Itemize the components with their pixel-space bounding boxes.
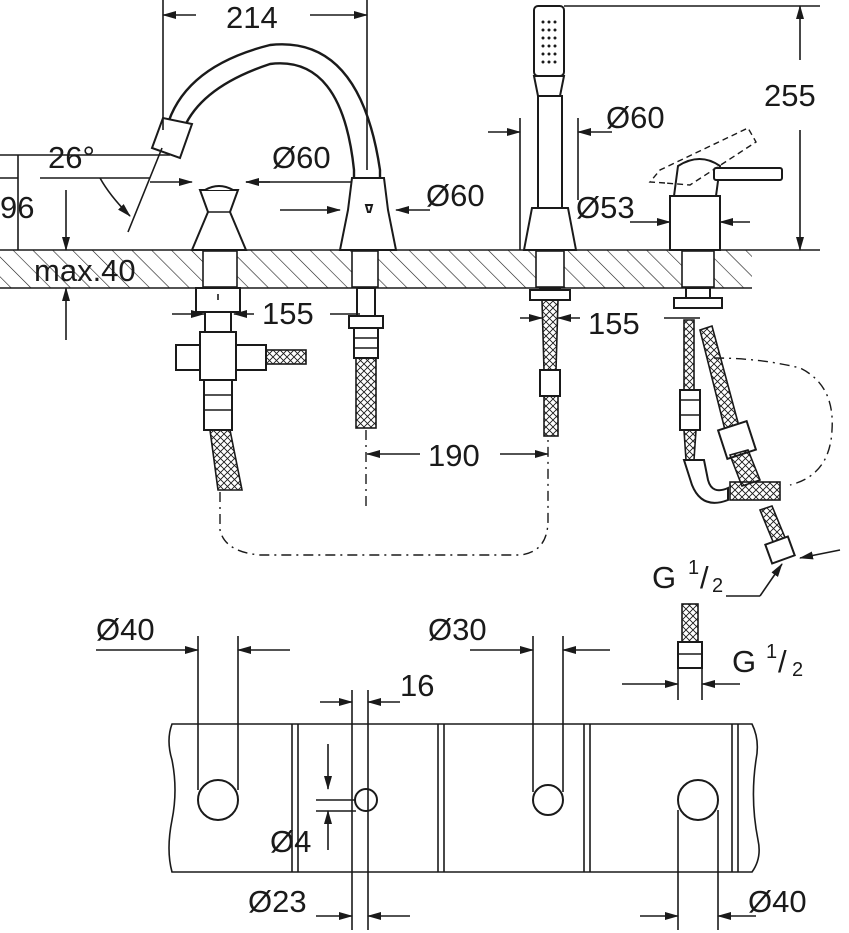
dim-dia-handle: Ø53: [576, 190, 750, 226]
dim-spout-width: 214: [162, 0, 368, 170]
label-214: 214: [226, 0, 278, 35]
hole-mid: [532, 784, 564, 816]
dim-dia-mid: Ø60: [280, 178, 485, 214]
left-valve: [175, 185, 307, 491]
label-190: 190: [428, 438, 480, 473]
dim-hole-small-outer: Ø23: [248, 884, 410, 920]
label-dia40-right: Ø40: [748, 884, 807, 919]
deck-top-view: [168, 723, 760, 873]
dim-hole-mid: Ø30: [428, 612, 610, 792]
dim-dia-shower: Ø60: [488, 100, 665, 250]
label-g-lower-den: 2: [792, 659, 803, 681]
label-g-upper-slash: /: [700, 560, 709, 595]
dim-offset-left: 155: [172, 296, 360, 331]
label-dia60-right: Ø60: [606, 100, 665, 135]
hole-right: [677, 779, 719, 821]
label-g-upper: G: [652, 560, 676, 595]
label-g-lower: G: [732, 644, 756, 679]
label-155-left: 155: [262, 296, 314, 331]
dim-hole-gap: 16: [320, 668, 434, 930]
lever-mixer: [648, 127, 833, 565]
label-max40: max.40: [34, 253, 136, 288]
dim-max-deck: max.40: [34, 190, 136, 340]
label-dia60-left: Ø60: [272, 140, 331, 175]
label-96: 96: [0, 190, 34, 225]
hole-small: [354, 788, 378, 812]
dim-spacing: 190: [366, 438, 549, 473]
dim-hole-left: Ø40: [96, 612, 290, 790]
dim-offset-right: 155: [520, 306, 700, 341]
spout: [150, 43, 398, 429]
label-g-upper-num: 1: [688, 557, 699, 579]
hand-shower: [522, 5, 578, 437]
hose-loop-left: [219, 440, 549, 556]
label-dia60-mid: Ø60: [426, 178, 485, 213]
hole-left: [197, 779, 239, 821]
dim-hole-small: Ø4: [270, 744, 356, 859]
dim-total-height: 255: [564, 5, 820, 251]
dim-thread-upper: G 1 / 2: [652, 549, 841, 597]
label-g-lower-slash: /: [778, 644, 787, 679]
dim-hole-right: Ø40: [640, 810, 807, 930]
hose-connector: G 1 / 2: [622, 603, 803, 700]
label-16: 16: [400, 668, 434, 703]
label-155-right: 155: [588, 306, 640, 341]
label-dia4: Ø4: [270, 824, 311, 859]
label-255: 255: [764, 78, 816, 113]
label-g-lower-num: 1: [766, 641, 777, 663]
label-g-upper-den: 2: [712, 575, 723, 597]
dim-dia-left: Ø60: [150, 140, 352, 186]
label-dia30: Ø30: [428, 612, 487, 647]
label-dia53: Ø53: [576, 190, 635, 225]
shower-nozzle-dots: [541, 20, 557, 64]
dim-spout-angle: 26°: [0, 140, 170, 233]
label-dia40-left: Ø40: [96, 612, 155, 647]
label-26deg: 26°: [48, 140, 95, 175]
dim-spout-height: 96: [0, 155, 34, 250]
label-dia23: Ø23: [248, 884, 307, 919]
